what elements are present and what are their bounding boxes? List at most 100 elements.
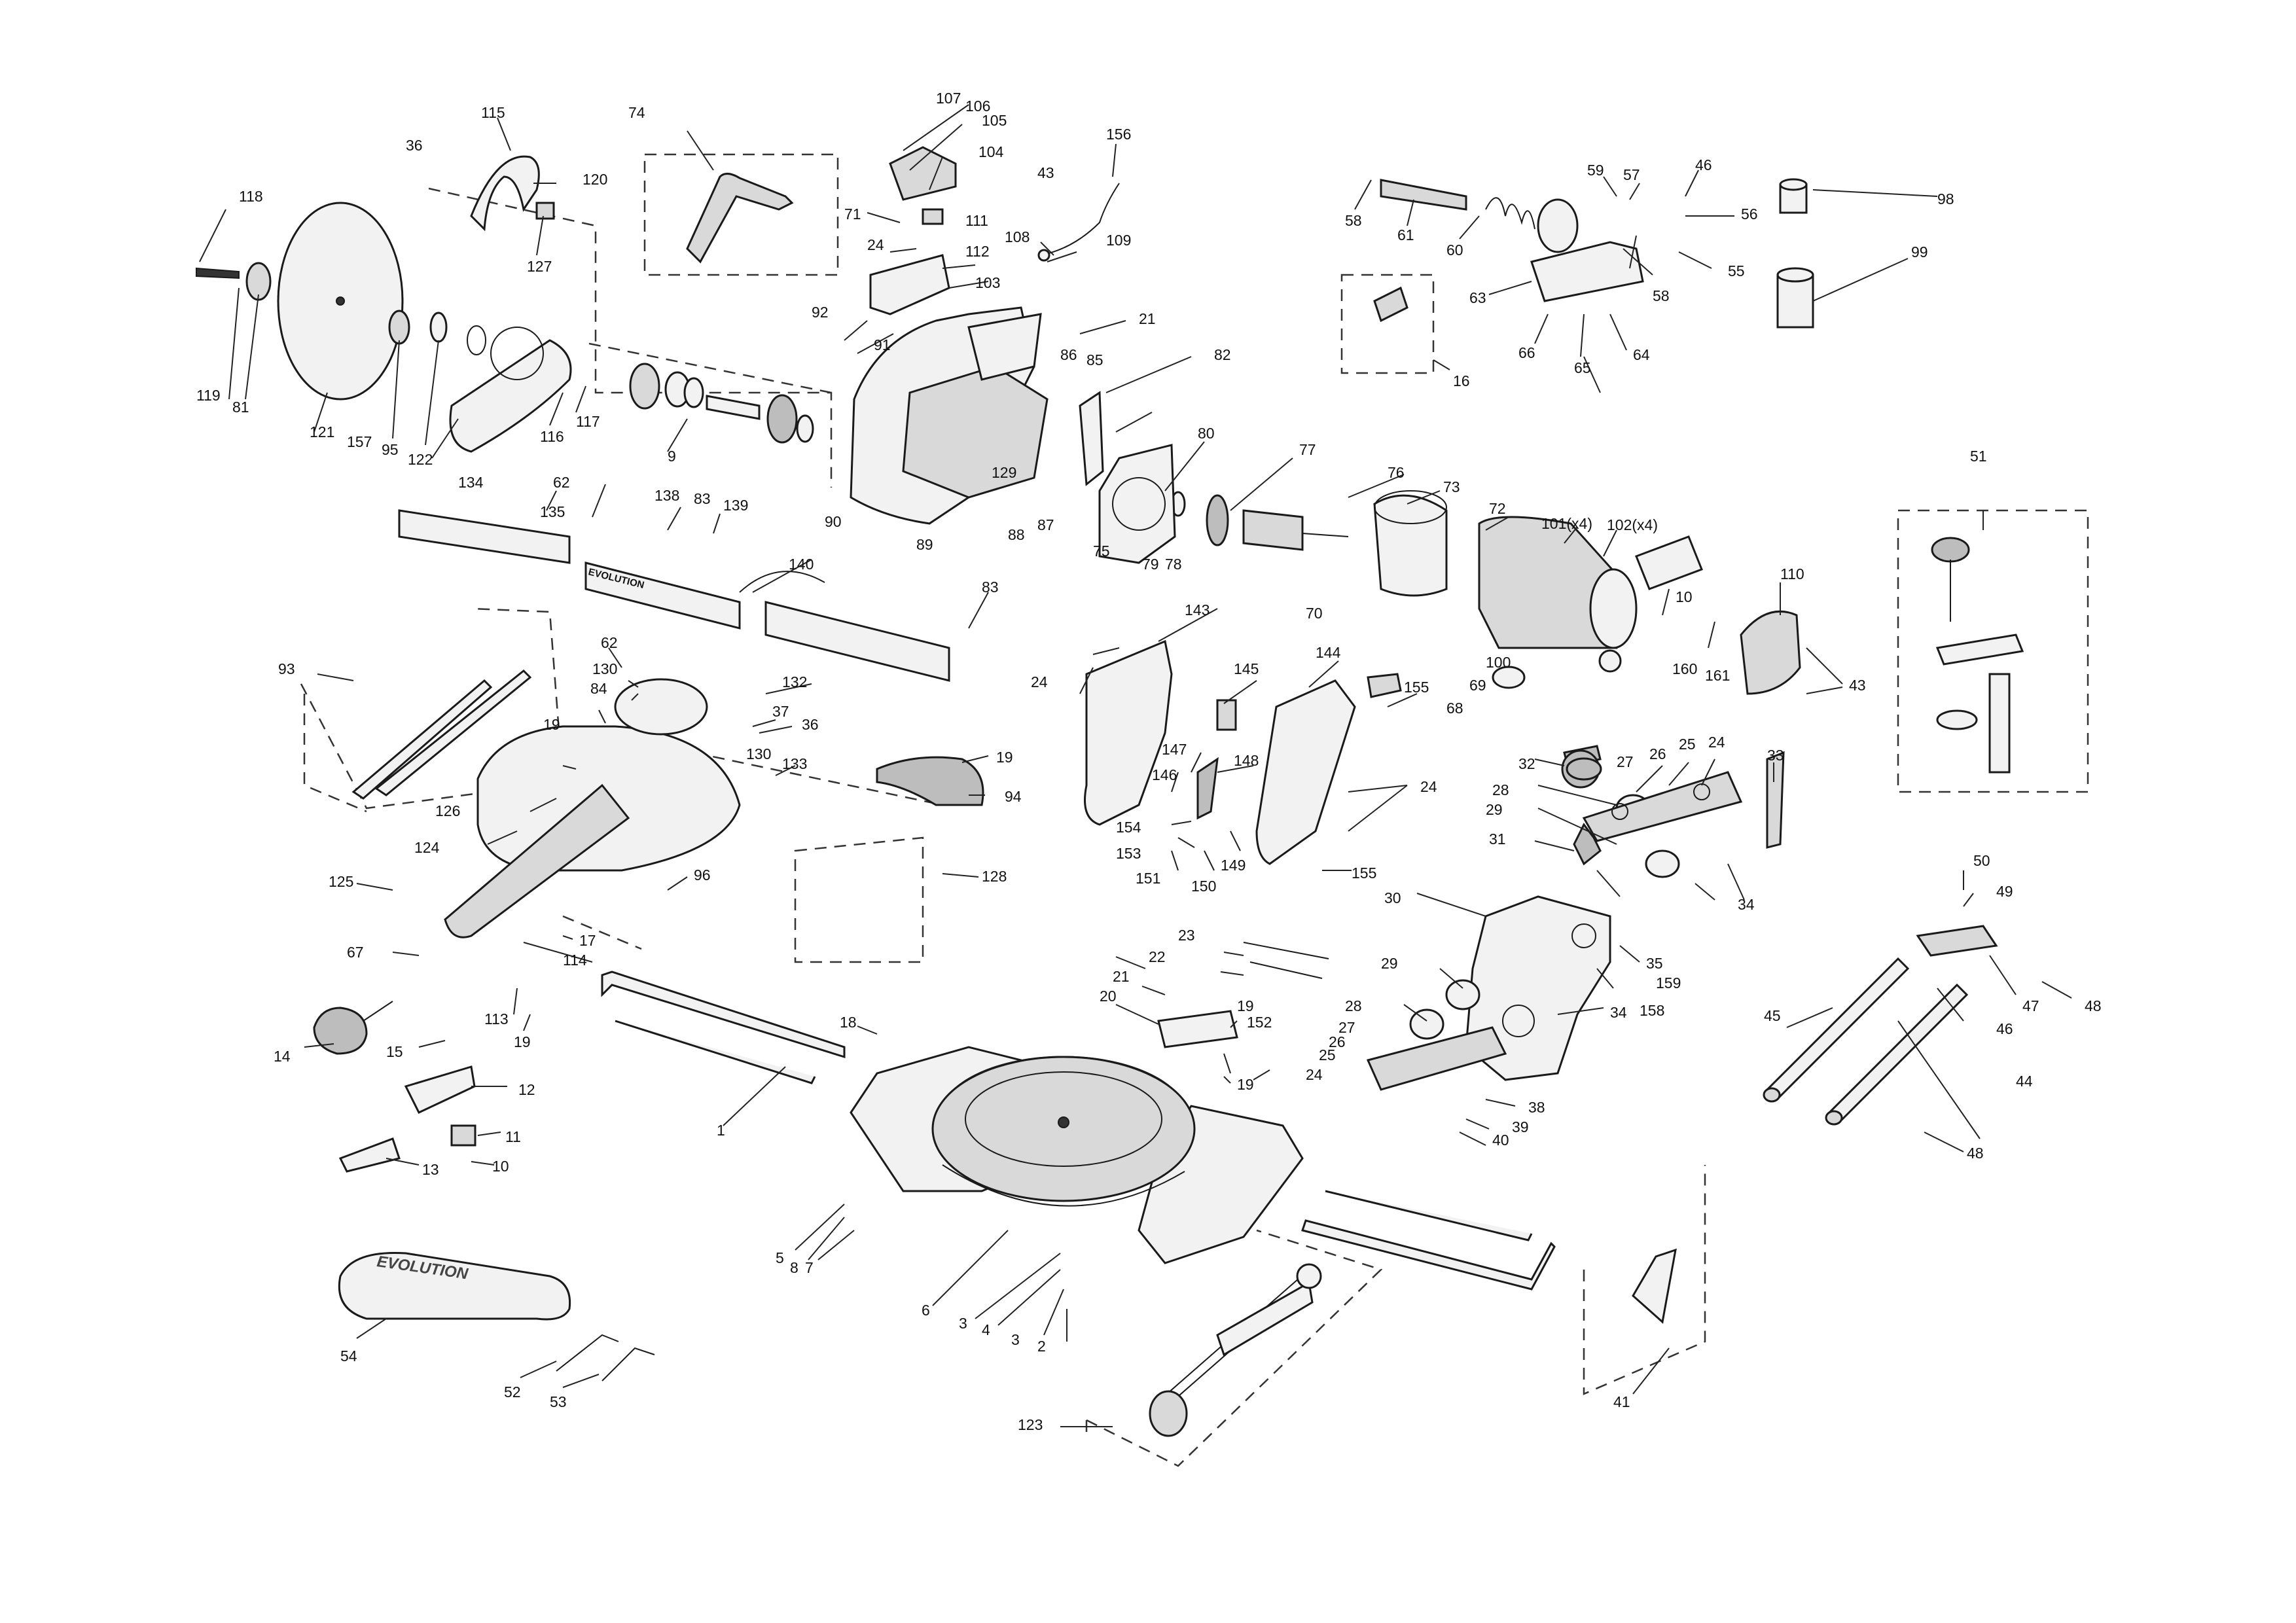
callout-27: 27 <box>1338 1019 1355 1036</box>
callout-68: 68 <box>1446 700 1463 717</box>
callout-123: 123 <box>1018 1416 1043 1433</box>
callout-24: 24 <box>1031 673 1048 690</box>
callout-92: 92 <box>812 304 829 321</box>
callout-144: 144 <box>1316 644 1341 661</box>
callout-66: 66 <box>1518 344 1535 361</box>
callout-54: 54 <box>340 1347 357 1364</box>
callout-15: 15 <box>386 1043 403 1060</box>
callout-118: 118 <box>239 188 263 205</box>
callout-133: 133 <box>782 755 807 772</box>
callout-83: 83 <box>694 490 711 507</box>
callout-13: 13 <box>422 1161 439 1178</box>
callout-52: 52 <box>504 1383 521 1400</box>
callout-67: 67 <box>347 944 364 961</box>
callout-160: 160 <box>1672 660 1697 677</box>
callout-38: 38 <box>1528 1099 1545 1116</box>
callout-27: 27 <box>1617 753 1634 770</box>
callout-130: 130 <box>746 745 771 762</box>
callout-81: 81 <box>232 399 249 416</box>
callout-5: 5 <box>776 1249 784 1266</box>
callout-29: 29 <box>1381 955 1398 972</box>
callout-80: 80 <box>1198 425 1215 442</box>
callout-158: 158 <box>1640 1002 1664 1019</box>
callout-117: 117 <box>576 413 600 430</box>
callout-3: 3 <box>1011 1331 1020 1348</box>
callout-115: 115 <box>481 104 505 121</box>
callout-22: 22 <box>1149 948 1166 965</box>
callout-46: 46 <box>1996 1020 2013 1037</box>
callout-147: 147 <box>1162 741 1187 758</box>
callout-129: 129 <box>992 464 1016 481</box>
callout-126: 126 <box>435 802 460 819</box>
callout-157: 157 <box>347 433 372 450</box>
turntable-base <box>850 1046 1304 1264</box>
callout-128: 128 <box>982 868 1007 885</box>
callout-46: 46 <box>1695 156 1712 173</box>
callout-156: 156 <box>1106 126 1131 143</box>
callout-19: 19 <box>514 1033 531 1050</box>
callout-93: 93 <box>278 660 295 677</box>
callout-103: 103 <box>975 274 1000 291</box>
callout-101-x4: 101(x4) <box>1541 515 1592 532</box>
callout-numbers: 1 2 3 3 4 5 6 7 8 9 10 10 11 12 13 14 15… <box>196 90 2102 1433</box>
callout-19: 19 <box>1237 997 1254 1014</box>
callout-139: 139 <box>723 497 748 514</box>
callout-48: 48 <box>2085 997 2102 1014</box>
callout-76: 76 <box>1388 464 1405 481</box>
callout-8: 8 <box>790 1259 798 1276</box>
callout-23: 23 <box>1178 927 1195 944</box>
callout-82: 82 <box>1214 346 1231 363</box>
callout-116: 116 <box>540 428 564 445</box>
callout-44: 44 <box>2016 1073 2033 1090</box>
callout-100: 100 <box>1486 654 1511 671</box>
callout-122: 122 <box>408 451 433 468</box>
callout-75: 75 <box>1093 543 1110 560</box>
callout-35: 35 <box>1646 955 1663 972</box>
callout-49: 49 <box>1996 883 2013 900</box>
callout-87: 87 <box>1037 516 1054 533</box>
callout-16: 16 <box>1453 372 1470 389</box>
callout-135: 135 <box>540 503 565 520</box>
callout-138: 138 <box>655 487 679 504</box>
callout-11: 11 <box>505 1128 521 1145</box>
callout-127: 127 <box>527 258 552 275</box>
callout-39: 39 <box>1512 1118 1529 1135</box>
callout-62: 62 <box>553 474 570 491</box>
callout-4: 4 <box>982 1321 990 1338</box>
callout-146: 146 <box>1152 766 1177 783</box>
spindle-assembly <box>629 363 814 444</box>
callout-109: 109 <box>1106 232 1131 249</box>
callout-25: 25 <box>1679 736 1696 753</box>
leader-lines <box>199 104 2072 1427</box>
callout-79: 79 <box>1142 556 1159 573</box>
callout-14: 14 <box>274 1048 291 1065</box>
saw-blade <box>196 202 486 401</box>
callout-96: 96 <box>694 866 711 883</box>
callout-57: 57 <box>1623 166 1640 183</box>
dashed-group-outlines <box>300 153 2089 1467</box>
callout-125: 125 <box>329 873 353 890</box>
callout-91: 91 <box>874 336 891 353</box>
callout-34: 34 <box>1610 1004 1627 1021</box>
callout-85: 85 <box>1086 351 1103 368</box>
callout-41: 41 <box>1613 1393 1630 1410</box>
callout-71: 71 <box>844 205 861 223</box>
callout-74: 74 <box>628 104 645 121</box>
callout-32: 32 <box>1518 755 1535 772</box>
callout-63: 63 <box>1469 289 1486 306</box>
callout-53: 53 <box>550 1393 567 1410</box>
callout-58: 58 <box>1653 287 1670 304</box>
callout-159: 159 <box>1656 974 1681 991</box>
callout-62: 62 <box>601 634 618 651</box>
callout-120: 120 <box>583 171 607 188</box>
callout-106: 106 <box>965 98 990 115</box>
callout-37: 37 <box>772 703 789 720</box>
callout-140: 140 <box>789 556 814 573</box>
callout-9: 9 <box>668 448 676 465</box>
callout-31: 31 <box>1489 830 1506 847</box>
callout-161: 161 <box>1705 667 1730 684</box>
callout-105: 105 <box>982 112 1007 129</box>
callout-72: 72 <box>1489 500 1506 517</box>
callout-148: 148 <box>1234 752 1259 769</box>
